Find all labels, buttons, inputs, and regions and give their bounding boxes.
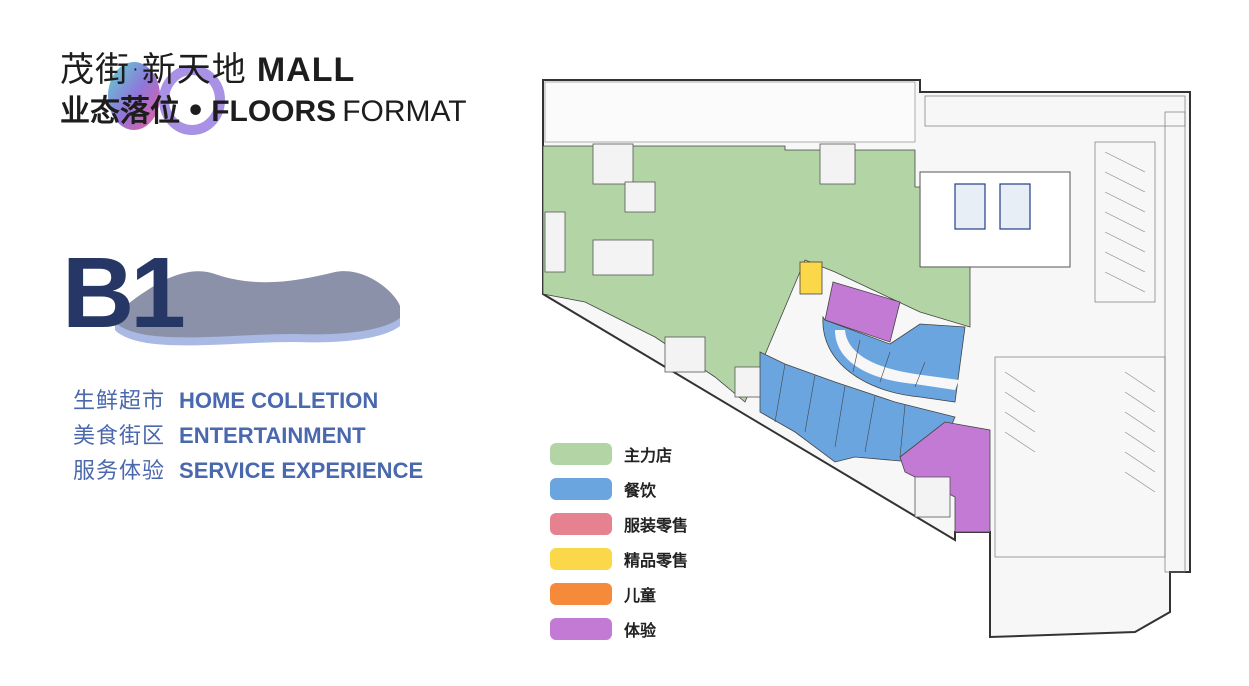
legend-item: 主力店 xyxy=(550,436,688,471)
subtitle-en-light: FORMAT xyxy=(342,95,467,128)
legend-swatch xyxy=(550,617,612,640)
legend-item: 精品零售 xyxy=(550,541,688,576)
category-list: 生鲜超市 HOME COLLETION 美食街区 ENTERTAINMENT 服务体… xyxy=(73,384,423,489)
category-row: 美食街区 ENTERTAINMENT xyxy=(73,419,423,454)
map-legend: 主力店 餐饮 服装零售 精品零售 儿童 体验 xyxy=(550,436,688,646)
legend-swatch xyxy=(550,547,612,570)
category-en: ENTERTAINMENT xyxy=(179,423,366,448)
title-decoration-graphic xyxy=(108,62,225,135)
title-en: MALL xyxy=(256,51,356,89)
legend-item: 服装零售 xyxy=(550,506,688,541)
legend-item: 儿童 xyxy=(550,576,688,611)
legend-item: 餐饮 xyxy=(550,471,688,506)
legend-label: 儿童 xyxy=(624,585,657,605)
legend-label: 精品零售 xyxy=(624,550,689,570)
category-cn: 美食街区 xyxy=(73,424,166,449)
zone-experience xyxy=(824,281,901,343)
category-en: HOME COLLETION xyxy=(179,388,379,413)
category-cn: 服务体验 xyxy=(73,459,166,484)
category-cn: 生鲜超市 xyxy=(73,389,166,414)
floor-label: B1 xyxy=(62,237,186,349)
legend-label: 主力店 xyxy=(624,445,673,465)
category-row: 生鲜超市 HOME COLLETION xyxy=(73,384,423,419)
legend-swatch xyxy=(550,582,612,605)
subtitle-en-bold: FLOORS xyxy=(211,95,337,128)
category-row: 服务体验 SERVICE EXPERIENCE xyxy=(73,454,423,489)
floor-plan-map xyxy=(542,79,1191,639)
category-en: SERVICE EXPERIENCE xyxy=(179,458,424,483)
subtitle-dot: • xyxy=(186,94,206,129)
legend-swatch xyxy=(550,477,612,500)
legend-label: 餐饮 xyxy=(624,480,657,500)
floor-badge-shape xyxy=(115,271,400,346)
zone-boutique xyxy=(799,261,823,295)
title-cn: 茂街·新天地 xyxy=(60,50,247,90)
legend-item: 体验 xyxy=(550,611,688,646)
subtitle-cn: 业态落位 xyxy=(60,94,180,129)
legend-label: 体验 xyxy=(624,620,657,640)
legend-swatch xyxy=(550,512,612,535)
legend-swatch xyxy=(550,442,612,465)
legend-label: 服装零售 xyxy=(624,515,689,535)
